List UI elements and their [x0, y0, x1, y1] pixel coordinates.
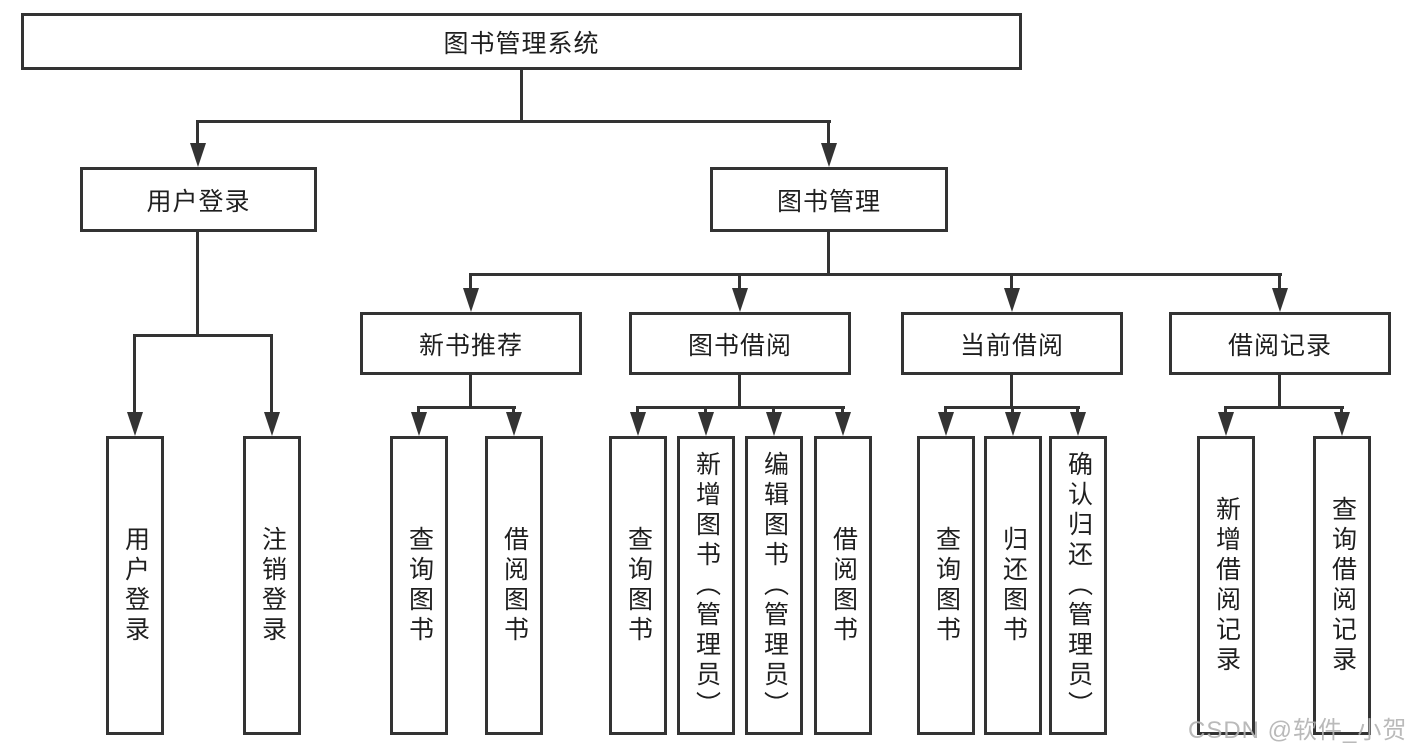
connector-line — [1278, 374, 1281, 408]
connector-line — [944, 406, 947, 415]
connector-line — [636, 406, 639, 415]
connector-line — [1224, 406, 1344, 409]
node-label: 借阅记录 — [1227, 331, 1332, 360]
leaf-edit-books-admin: 编辑图书（管理员） — [745, 436, 803, 735]
connector-line — [1224, 406, 1227, 415]
arrow-down-icon — [732, 288, 748, 312]
node-label: 新书推荐 — [418, 331, 523, 360]
arrow-down-icon — [190, 143, 206, 167]
connector-line — [417, 406, 516, 409]
connector-line — [196, 120, 199, 146]
node-book-borrowing: 图书借阅 — [629, 312, 851, 375]
connector-line — [827, 120, 830, 146]
arrow-down-icon — [1272, 288, 1288, 312]
leaf-label: 用户登录 — [121, 525, 150, 646]
leaf-confirm-return-admin: 确认归还（管理员） — [1049, 436, 1107, 735]
leaf-borrow-books-2: 借阅图书 — [814, 436, 872, 735]
connector-line — [469, 273, 472, 291]
leaf-add-borrow-record: 新增借阅记录 — [1197, 436, 1255, 735]
connector-line — [1340, 406, 1343, 415]
arrow-down-icon — [1334, 412, 1350, 436]
connector-line — [270, 334, 273, 414]
arrow-down-icon — [698, 412, 714, 436]
node-label: 图书管理系统 — [443, 29, 600, 58]
connector-line — [738, 374, 741, 408]
leaf-label: 借阅图书 — [500, 525, 529, 646]
connector-line — [512, 406, 515, 415]
leaf-label: 归还图书 — [999, 525, 1028, 646]
node-current-borrowing: 当前借阅 — [901, 312, 1123, 375]
leaf-label: 编辑图书（管理员） — [760, 450, 789, 721]
leaf-user-login: 用户登录 — [106, 436, 164, 735]
leaf-label: 借阅图书 — [829, 525, 858, 646]
node-label: 图书借阅 — [687, 331, 792, 360]
leaf-label: 注销登录 — [258, 525, 287, 646]
arrow-down-icon — [938, 412, 954, 436]
arrow-down-icon — [630, 412, 646, 436]
connector-line — [133, 334, 136, 414]
leaf-query-books-1: 查询图书 — [390, 436, 448, 735]
leaf-label: 查询借阅记录 — [1328, 495, 1357, 676]
arrow-down-icon — [506, 412, 522, 436]
connector-line — [469, 273, 1282, 276]
leaf-add-books-admin: 新增图书（管理员） — [677, 436, 735, 735]
leaf-label: 查询图书 — [405, 525, 434, 646]
connector-line — [417, 406, 420, 415]
leaf-label: 确认归还（管理员） — [1064, 450, 1093, 721]
connector-line — [1010, 273, 1013, 291]
connector-line — [1278, 273, 1281, 291]
connector-line — [133, 334, 273, 337]
connector-line — [772, 406, 775, 415]
connector-line — [1076, 406, 1079, 415]
leaf-query-books-2: 查询图书 — [609, 436, 667, 735]
node-book-management: 图书管理 — [710, 167, 948, 232]
arrow-down-icon — [127, 412, 143, 436]
node-new-book-recommend: 新书推荐 — [360, 312, 582, 375]
arrow-down-icon — [835, 412, 851, 436]
connector-line — [636, 406, 845, 409]
connector-line — [196, 120, 831, 123]
arrow-down-icon — [463, 288, 479, 312]
connector-line — [827, 232, 830, 276]
connector-line — [196, 232, 199, 336]
node-label: 用户登录 — [146, 187, 251, 216]
arrow-down-icon — [766, 412, 782, 436]
connector-line — [704, 406, 707, 415]
connector-line — [520, 70, 523, 121]
leaf-label: 新增图书（管理员） — [692, 450, 721, 721]
node-library-management-system: 图书管理系统 — [21, 13, 1022, 70]
arrow-down-icon — [1070, 412, 1086, 436]
connector-line — [1011, 406, 1014, 415]
node-label: 当前借阅 — [959, 331, 1064, 360]
node-label: 图书管理 — [776, 187, 881, 216]
connector-line — [469, 374, 472, 408]
csdn-watermark: CSDN @软件_小贺同学 — [1188, 717, 1405, 744]
arrow-down-icon — [411, 412, 427, 436]
arrow-down-icon — [1005, 412, 1021, 436]
node-borrowing-records: 借阅记录 — [1169, 312, 1391, 375]
connector-line — [738, 273, 741, 291]
leaf-label: 查询图书 — [624, 525, 653, 646]
leaf-logout: 注销登录 — [243, 436, 301, 735]
arrow-down-icon — [821, 143, 837, 167]
leaf-borrow-books-1: 借阅图书 — [485, 436, 543, 735]
arrow-down-icon — [1218, 412, 1234, 436]
leaf-label: 新增借阅记录 — [1212, 495, 1241, 676]
leaf-query-borrow-record: 查询借阅记录 — [1313, 436, 1371, 735]
node-user-login: 用户登录 — [80, 167, 317, 232]
connector-line — [841, 406, 844, 415]
connector-line — [1010, 374, 1013, 408]
arrow-down-icon — [1004, 288, 1020, 312]
leaf-return-books: 归还图书 — [984, 436, 1042, 735]
arrow-down-icon — [264, 412, 280, 436]
leaf-label: 查询图书 — [932, 525, 961, 646]
leaf-query-books-3: 查询图书 — [917, 436, 975, 735]
